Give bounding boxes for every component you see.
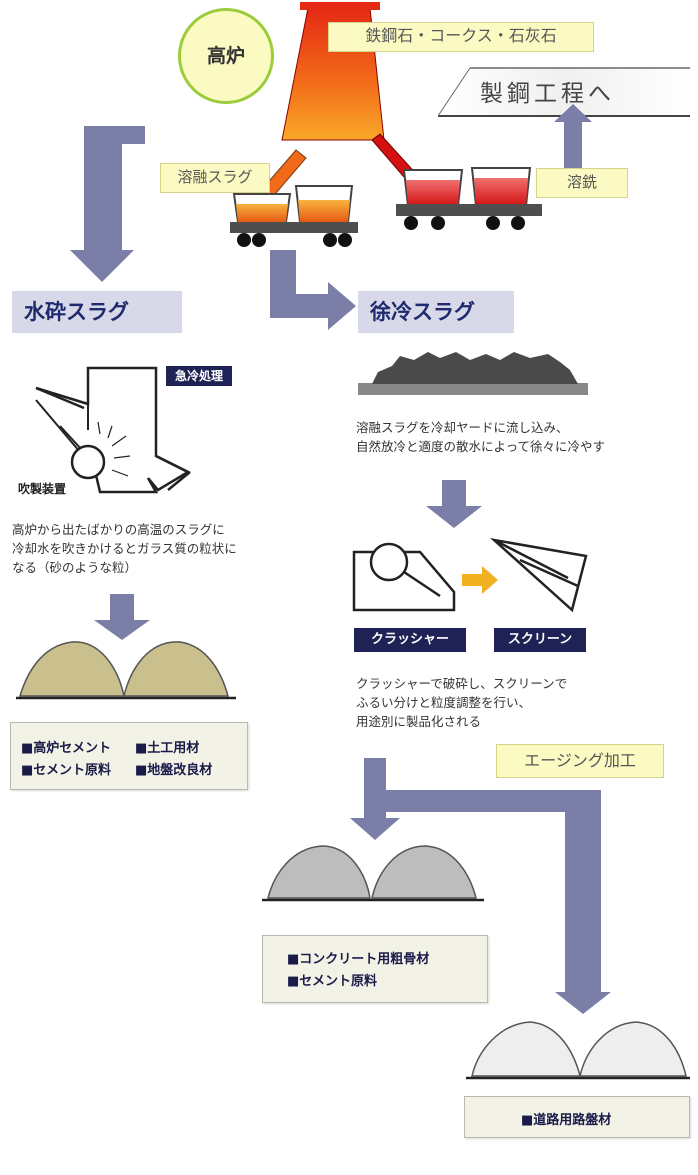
concrete-products-box: ■コンクリート用粗骨材 ■セメント原料 [262, 935, 488, 1003]
granulated-description: 高炉から出たばかりの高温のスラグに 冷却水を吹きかけるとガラス質の粒状に なる（… [12, 520, 237, 577]
roadbed-piles-icon [466, 1021, 690, 1080]
process-description: クラッシャーで破砕し、スクリーンで ふるい分けと粒度調整を行い、 用途別に製品化… [356, 674, 567, 731]
arrow-crusher-screen [462, 566, 498, 594]
description-line: 溶融スラグを冷却ヤードに流し込み、 [356, 420, 569, 435]
crusher-icon [352, 542, 456, 612]
flow-arrows [70, 104, 611, 1014]
arrow-to-concrete [350, 758, 400, 840]
granulated-products-box: ■高炉セメント ■土工用材 ■セメント原料 ■地盤改良材 [10, 722, 248, 790]
iron-ladle-car-icon [396, 167, 542, 230]
description-line: 用途別に製品化される [356, 714, 482, 729]
product-item: ■地盤改良材 [135, 763, 213, 778]
cooling-yard-slag-icon [358, 352, 588, 395]
arrow-to-crusher [426, 480, 482, 528]
air-cooled-slag-title: 徐冷スラグ [358, 291, 514, 333]
raw-materials-label: 鉄鋼石・コークス・石灰石 [328, 22, 594, 52]
product-item: ■土工用材 [135, 741, 200, 756]
product-item: ■セメント原料 [21, 763, 112, 778]
arrow-to-roadbed [386, 790, 611, 1014]
granulation-apparatus-icon [35, 366, 191, 494]
quench-label: 急冷処理 [166, 366, 232, 386]
product-item: ■高炉セメント [21, 741, 112, 756]
granulated-slag-title: 水砕スラグ [12, 291, 182, 333]
arrow-to-steelmaking [554, 104, 592, 170]
molten-iron-label: 溶銑 [536, 168, 628, 198]
product-item: ■セメント原料 [287, 974, 378, 989]
arrow-granulated-products [94, 594, 150, 640]
slag-ladle-car-icon [230, 185, 358, 247]
blast-furnace-label: 高炉 [178, 8, 274, 104]
product-item: ■コンクリート用粗骨材 [287, 952, 430, 967]
screen-label: スクリーン [494, 628, 586, 652]
description-line: 冷却水を吹きかけるとガラス質の粒状に [12, 541, 237, 556]
steelmaking-label: 製鋼工程へ [480, 81, 615, 107]
molten-slag-label: 溶融スラグ [160, 163, 270, 193]
arrow-to-air-cooled [270, 250, 356, 330]
arrow-to-granulated [70, 126, 145, 282]
description-line: クラッシャーで破砕し、スクリーンで [356, 676, 568, 691]
road-products-box: ■道路用路盤材 [464, 1096, 690, 1138]
product-item: ■道路用路盤材 [521, 1113, 612, 1128]
air-cooled-description: 溶融スラグを冷却ヤードに流し込み、 自然放冷と適度の散水によって徐々に冷やす [356, 418, 605, 456]
description-line: 自然放冷と適度の散水によって徐々に冷やす [356, 439, 606, 454]
steelmaking-banner: 製鋼工程へ [438, 66, 690, 114]
granulated-slag-piles-icon [16, 641, 236, 700]
screen-icon [489, 538, 588, 613]
description-line: なる（砂のような粒） [12, 560, 138, 575]
aggregate-piles-icon [262, 845, 484, 902]
sprayer-label: 吹製装置 [18, 482, 67, 496]
aging-label: エージング加工 [496, 744, 664, 778]
description-line: ふるい分けと粒度調整を行い、 [356, 695, 532, 710]
description-line: 高炉から出たばかりの高温のスラグに [12, 522, 225, 537]
crusher-label: クラッシャー [354, 628, 466, 652]
